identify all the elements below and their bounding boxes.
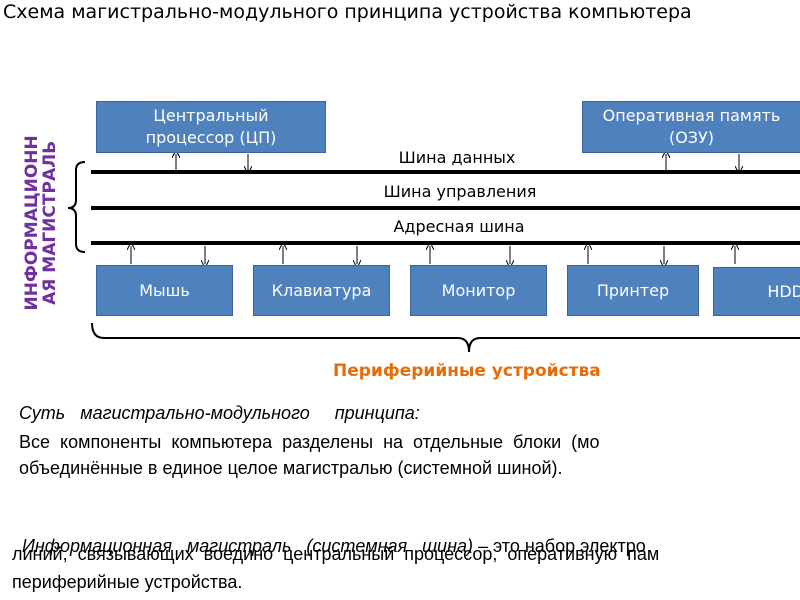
device-label-hdd: HDD <box>767 281 800 301</box>
essence-line-2: объединённые в единое целое магистралью … <box>19 458 563 478</box>
ram-box-label: Оперативная память (ОЗУ) <box>602 106 781 147</box>
control-bus-label: Шина управления <box>383 182 537 201</box>
essence-line-1: Все компоненты компьютера разделены на о… <box>19 432 600 452</box>
bus-left-brace <box>67 161 86 253</box>
definition-line-1-rest: – это набор электро <box>472 536 646 556</box>
device-box-mouse: Мышь <box>96 265 233 316</box>
device-label-printer: Принтер <box>596 280 670 300</box>
ram-box: Оперативная память (ОЗУ) <box>582 101 800 153</box>
cpu-box: Центральный процессор (ЦП) <box>96 101 326 153</box>
essence-heading: Суть магистрально-модульного принципа: <box>19 403 420 423</box>
address-bus-label: Адресная шина <box>393 217 525 236</box>
device-label-monitor: Монитор <box>441 280 516 300</box>
definition-line-3: периферийные устройства. <box>12 572 243 592</box>
device-box-keyboard: Клавиатура <box>253 265 390 316</box>
peripherals-brace <box>91 322 800 353</box>
peripherals-label: Периферийные устройства <box>333 361 601 381</box>
device-box-hdd: HDD <box>713 267 800 316</box>
page-title: Схема магистрально-модульного принципа у… <box>3 1 692 23</box>
device-box-printer: Принтер <box>567 265 699 316</box>
definition-line-1: Информационная магистраль (системная шин… <box>12 515 646 557</box>
device-box-monitor: Монитор <box>410 265 547 316</box>
data-bus-label: Шина данных <box>398 148 516 167</box>
device-label-keyboard: Клавиатура <box>271 280 372 300</box>
device-label-mouse: Мышь <box>139 280 190 300</box>
definition-term: Информационная магистраль (системная шин… <box>22 536 473 556</box>
definition-line-2: линий, связывающих воедино центральный п… <box>12 544 660 564</box>
cpu-box-label: Центральный процессор (ЦП) <box>145 106 277 147</box>
